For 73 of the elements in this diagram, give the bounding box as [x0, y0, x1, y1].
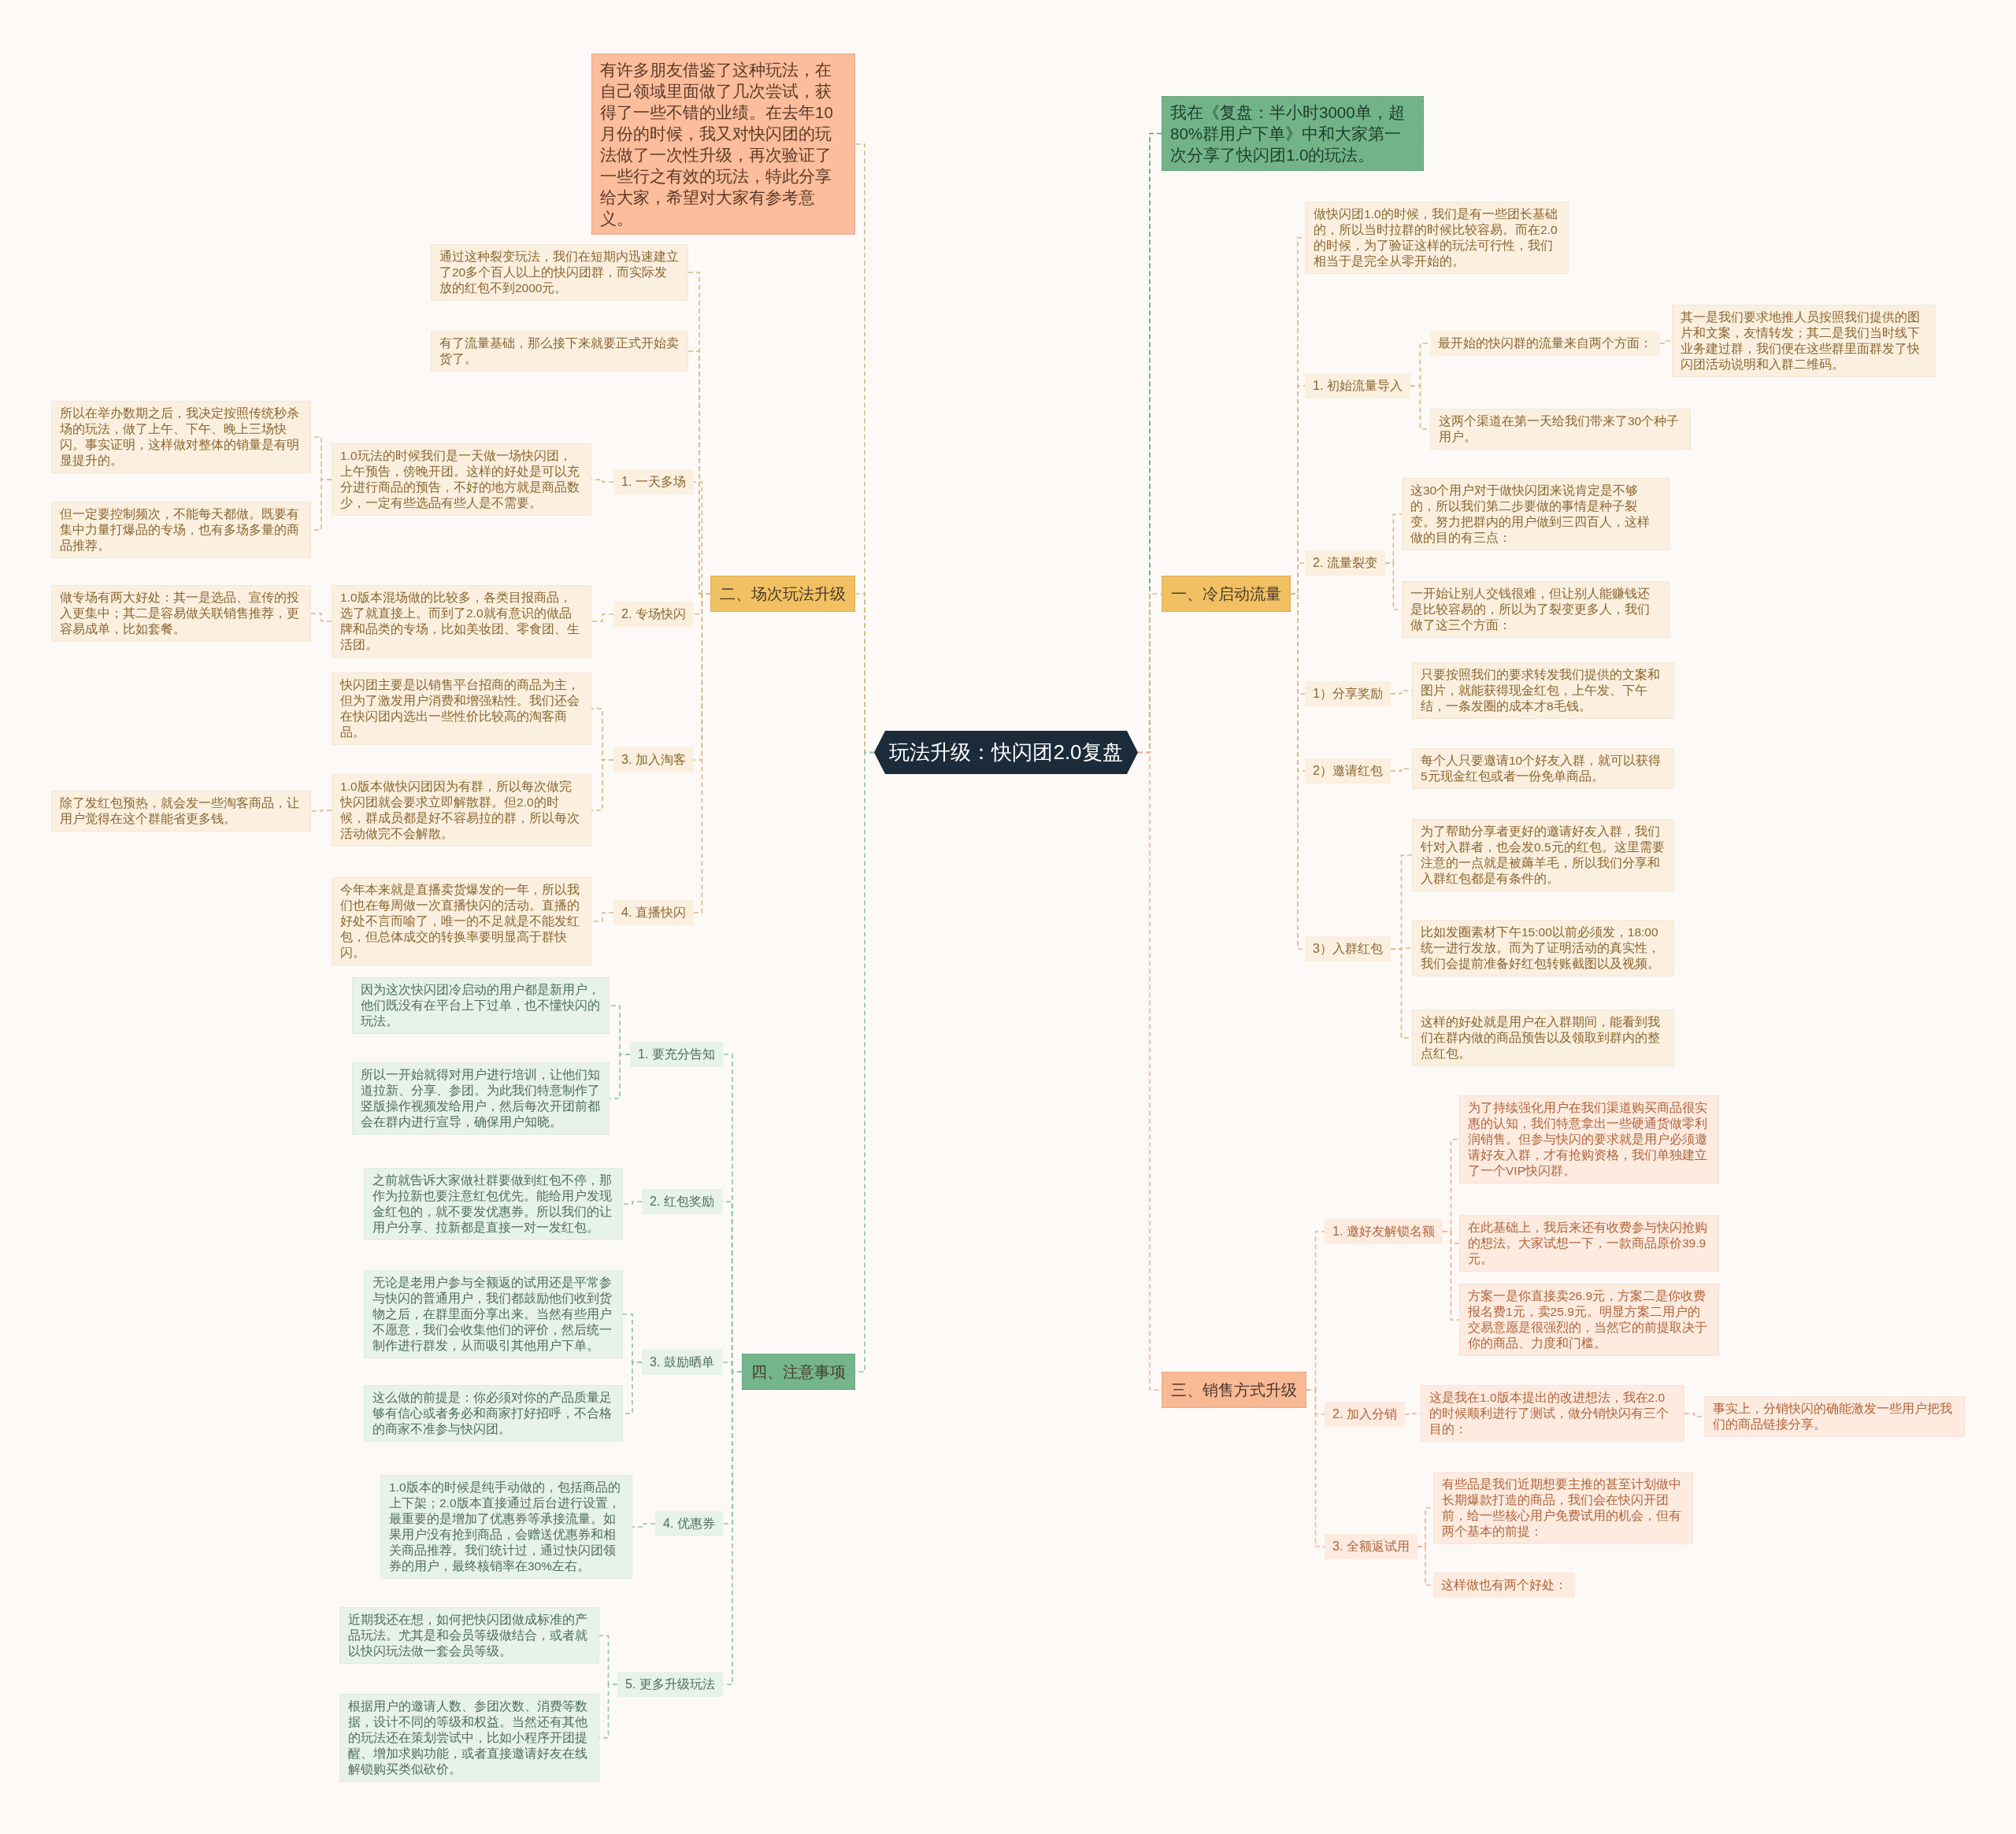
note-box: 做专场有两大好处：其一是选品、宣传的投入更集中；其二是容易做关联销售推荐，更容易成单，比如套餐。 — [51, 585, 311, 642]
note-box: 事实上，分销快闪的确能激发一些用户把我们的商品链接分享。 — [1704, 1396, 1965, 1437]
note-box: 1.0版本做快闪团因为有群，所以每次做完快闪团就会要求立即解散群。但2.0的时候，群成员都是好不容易拉的群，所以每次活动做完不会解散。 — [332, 774, 591, 847]
intro-note: 有许多朋友借鉴了这种玩法，在自己领域里面做了几次尝试，获得了一些不错的业绩。在去年10月份的时候，我又对快闪团的玩法做了一次性升级，再次验证了一些行之有效的玩法，特此分享给大家，希望对大家有参考意义。 — [591, 54, 855, 235]
connector-line — [1390, 690, 1413, 695]
subtopic-box: 1）分享奖励 — [1305, 681, 1391, 706]
subtopic-box: 2. 流量裂变 — [1305, 550, 1385, 576]
note-box: 快闪团主要是以销售平台招商的商品为主，但为了激发用户消费和增强粘性。我们还会在快闪团内选出一些性价比较高的淘客商品。 — [332, 672, 591, 745]
connector-line — [591, 759, 614, 811]
note-box: 有些品是我们近期想要主推的甚至计划做中长期爆款打造的商品，我们会在快闪开团前，给一些核心用户免费试用的机会，但有两个基本的前提： — [1433, 1472, 1693, 1544]
connector-line — [1306, 1389, 1325, 1547]
subtopic-box: 2. 红包奖励 — [642, 1189, 722, 1214]
note-box: 在此基础上，我后来还有收费参与快闪抢购的想法。大家试想一下，一款商品原价39.9元。 — [1459, 1215, 1719, 1272]
note-box: 1.0版本混场做的比较多，各类目报商品，选了就直接上。而到了2.0就有意识的做品牌和品类的专场，比如美妆团、零食团、生活团。 — [332, 585, 591, 658]
note-box: 1.0版本的时候是纯手动做的，包括商品的上下架；2.0版本直接通过后台进行设置，最重要的是增加了优惠券等承接流量。如果用户没有抢到商品，会赠送优惠券和相关商品推荐。我们统计过，通过快闪团领券的用户，最终核销率在30%左右。 — [380, 1475, 632, 1579]
note-box: 通过这种裂变玩法，我们在短期内迅速建立了20多个百人以上的快闪团群，而实际发放的红包不到2000元。 — [431, 244, 688, 301]
note-box: 其一是我们要求地推人员按照我们提供的图片和文案，友情转发；其二是我们当时线下业务建过群，我们便在这些群里面群发了快闪团活动说明和入群二维码。 — [1672, 305, 1936, 377]
subtopic-box: 1. 要充分告知 — [630, 1042, 723, 1067]
subtopic-box: 2）邀请红包 — [1305, 758, 1391, 784]
connector-line — [591, 613, 614, 622]
branch-topic: 三、销售方式升级 — [1162, 1372, 1306, 1408]
connector-line — [1442, 1231, 1460, 1321]
note-box: 为了帮助分享者更好的邀请好友入群，我们针对入群者，也会发0.5元的红包。这里需要注意的一点就是被薅羊毛，所以我们分享和入群红包都是有条件的。 — [1412, 819, 1674, 891]
note-box: 只要按照我们的要求转发我们提供的文案和图片，就能获得现金红包，上午发、下午结，一条发圈的成本才8毛钱。 — [1412, 662, 1674, 719]
note-box: 今年本来就是直播卖货爆发的一年，所以我们也在每周做一次直播快闪的活动。直播的好处不言而喻了，唯一的不足就是不能发红包，但总体成交的转换率要明显高于群快闪。 — [332, 877, 591, 965]
connector-line — [622, 1201, 643, 1205]
connector-line — [609, 1054, 631, 1099]
subtopic-box: 这样做也有两个好处： — [1433, 1573, 1575, 1598]
subtopic-box: 1. 邀好友解锁名额 — [1325, 1219, 1443, 1244]
note-box: 方案一是你直接卖26.9元，方案二是你收费报名费1元，卖25.9元。明显方案二用户的交易意愿是很强烈的，当然它的前提取决于你的商品、力度和门槛。 — [1459, 1284, 1719, 1356]
connector-line — [632, 1523, 656, 1528]
connector-line — [310, 613, 332, 622]
subtopic-box: 4. 优惠券 — [655, 1511, 723, 1536]
note-box: 这30个用户对于做快闪团来说肯定是不够的，所以我们第二步要做的事情是种子裂变。努力把群内的用户做到三四百人，这样做的目的有三点： — [1402, 478, 1670, 550]
subtopic-box: 5. 更多升级玩法 — [617, 1672, 723, 1697]
note-box: 一开始让别人交钱很难，但让别人能赚钱还是比较容易的，所以为了裂变更多人，我们做了这三个方面： — [1402, 581, 1670, 638]
central-topic: 玩法升级：快闪团2.0复盘 — [874, 731, 1138, 774]
subtopic-box: 3. 鼓励晒单 — [642, 1350, 722, 1375]
subtopic-box: 3）入群红包 — [1305, 936, 1391, 961]
note-box: 因为这次快闪团冷启动的用户都是新用户，他们既没有在平台上下过单，也不懂快闪的玩法。 — [352, 977, 610, 1034]
note-box: 近期我还在想，如何把快闪团做成标准的产品玩法。尤其是和会员等级做结合，或者就以快闪玩法做一套会员等级。 — [339, 1607, 599, 1664]
note-box: 有了流量基础，那么接下来就要正式开始卖货了。 — [431, 331, 688, 372]
note-box: 除了发红包预热，就会发一些淘客商品，让用户觉得在这个群能省更多钱。 — [51, 791, 311, 832]
branch-topic: 二、场次玩法升级 — [710, 576, 855, 612]
subtopic-box: 4. 直播快闪 — [613, 900, 694, 925]
note-box: 无论是老用户参与全额返的试用还是平常参与快闪的普通用户，我们都鼓励他们收到货物之后，在群里面分享出来。当然有些用户不愿意，我们会收集他们的评价，然后统一制作进行群发，从而吸引其他用户下单。 — [364, 1270, 623, 1358]
intro-note: 我在《复盘：半小时3000单，超80%群用户下单》中和大家第一次分享了快闪团1.0的玩法。 — [1162, 96, 1424, 171]
note-box: 这两个渠道在第一天给我们带来了30个种子用户。 — [1430, 409, 1691, 450]
subtopic-box: 最开始的快闪群的流量来自两个方面： — [1430, 331, 1660, 356]
connector-line — [310, 810, 332, 812]
connector-line — [1404, 1413, 1421, 1415]
subtopic-box: 2. 专场快闪 — [613, 602, 694, 627]
note-box: 为了持续强化用户在我们渠道购买商品很实惠的认知，我们特意拿出一些硬通货做零利润销售。但参与快闪的要求就是用户必须邀请好友入群，才有抢购资格，我们单独建立了一个VIP快闪群。 — [1459, 1095, 1719, 1184]
note-box: 每个人只要邀请10个好友入群，就可以获得5元现金红包或者一份免单商品。 — [1412, 748, 1674, 789]
subtopic-box: 3. 加入淘客 — [613, 747, 694, 773]
note-box: 这是我在1.0版本提出的改进想法，我在2.0的时候顺利进行了测试，做分销快闪有三个目的： — [1421, 1385, 1684, 1442]
branch-topic: 四、注意事项 — [742, 1354, 855, 1390]
note-box: 但一定要控制频次，不能每天都做。既要有集中力量打爆品的专场，也有多场多量的商品推荐。 — [51, 502, 311, 558]
note-box: 所以一开始就得对用户进行培训，让他们知道拉新、分享、参团。为此我们特意制作了竖版操作视频发给用户，然后每次开团前都会在群内进行宣导，确保用户知晓。 — [352, 1062, 610, 1135]
note-box: 这样的好处就是用户在入群期间，能看到我们在群内做的商品预告以及领取到群内的整点红包。 — [1412, 1010, 1674, 1066]
note-box: 这么做的前提是：你必须对你的产品质量足够有信心或者务必和商家打好招呼，不合格的商家不准参与快闪团。 — [364, 1385, 623, 1442]
note-box: 所以在举办数期之后，我决定按照传统秒杀场的玩法，做了上午、下午、晚上三场快闪。事实证明，这样做对整体的销量是有明显提升的。 — [51, 401, 311, 473]
note-box: 1.0玩法的时候我们是一天做一场快闪团，上午预告，傍晚开团。这样的好处是可以充分进行商品的预告，不好的地方就是商品数少，一定有些选品有些人是不需要。 — [332, 443, 591, 516]
subtopic-box: 1. 一天多场 — [613, 469, 694, 495]
branch-topic: 一、冷启动流量 — [1162, 576, 1291, 612]
note-box: 做快闪团1.0的时候，我们是有一些团长基础的，所以当时拉群的时候比较容易。而在2.0的时候，为了验证这样的玩法可行性，我们相当于是完全从零开始的。 — [1305, 202, 1569, 274]
connector-line — [1659, 340, 1673, 344]
subtopic-box: 1. 初始流量导入 — [1305, 373, 1410, 398]
subtopic-box: 3. 全额返试用 — [1325, 1534, 1418, 1559]
note-box: 比如发圈素材下午15:00以前必须发，18:00统一进行发放。而为了证明活动的真实性，我们会提前准备好红包转账截图以及视频。 — [1412, 920, 1674, 976]
note-box: 之前就告诉大家做社群要做到红包不停，那作为拉新也要注意红包优先。能给用户发现金红包的，就不要发优惠券。所以我们的让用户分享、拉新都是直接一对一发红包。 — [364, 1168, 623, 1240]
subtopic-box: 2. 加入分销 — [1325, 1402, 1405, 1427]
note-box: 根据用户的邀请人数、参团次数、消费等数据，设计不同的等级和权益。当然还有其他的玩法还在策划尝试中，比如小程序开团提醒、增加求购功能，或者直接邀请好友在线解锁购买类似砍价。 — [339, 1694, 599, 1782]
